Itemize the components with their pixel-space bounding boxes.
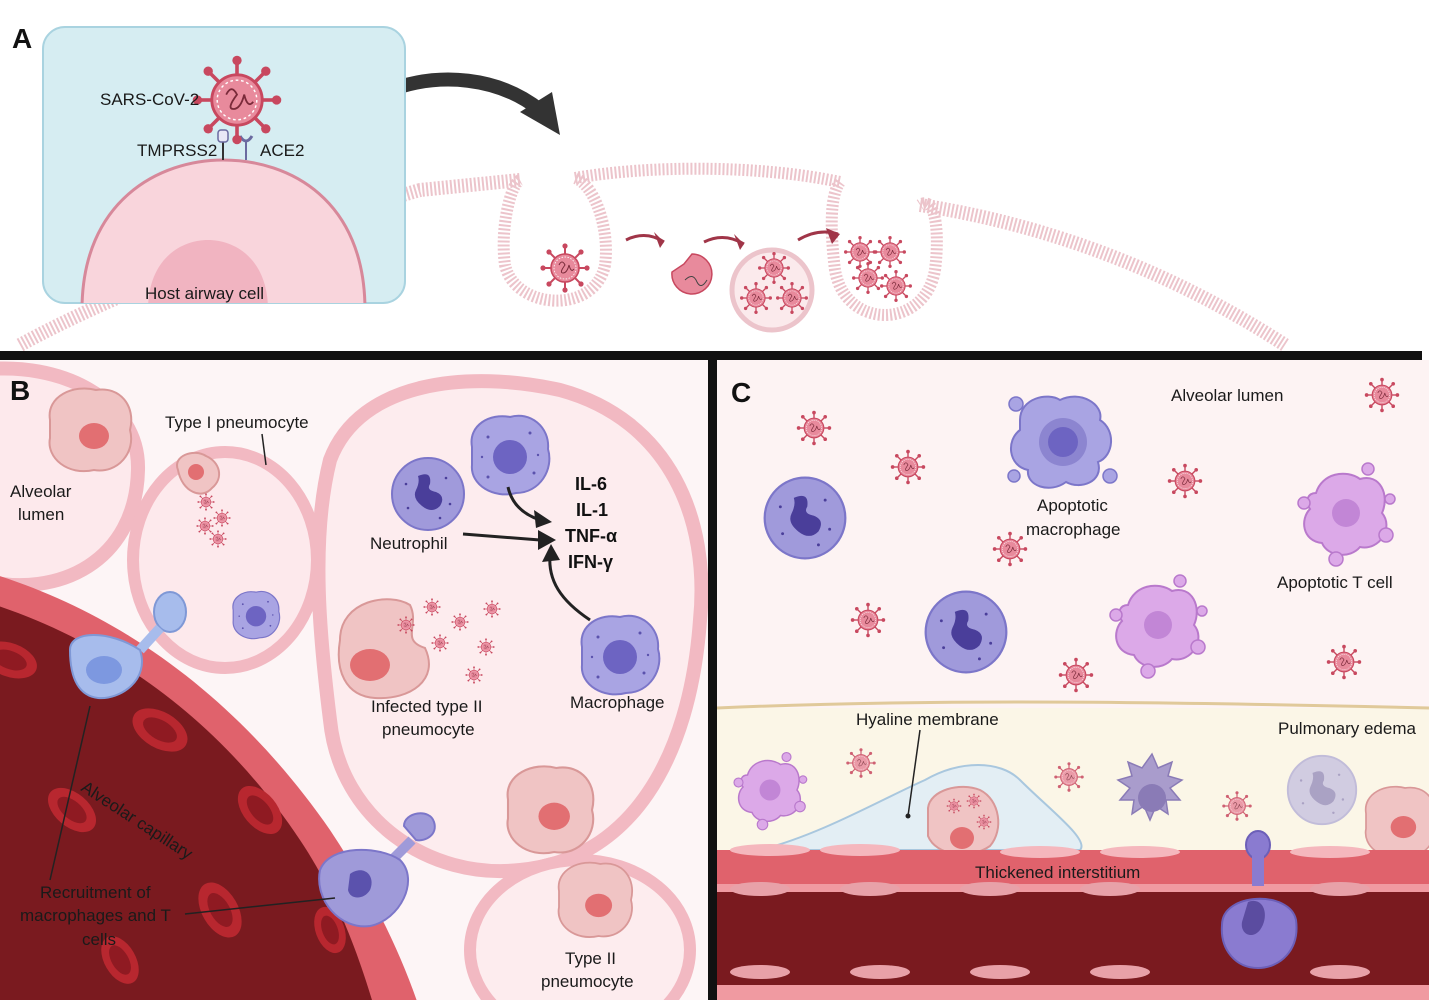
neutrophil — [391, 457, 465, 531]
ace2-label: ACE2 — [260, 141, 304, 160]
macrophage-transmigrating-c — [1220, 830, 1298, 970]
panel-c: C Alveolar lumen Apoptotic macrophage Ap… — [717, 360, 1429, 1000]
neutrophil-c2 — [924, 590, 1008, 674]
vesicle-assembly — [729, 247, 815, 333]
virions-released — [843, 235, 913, 303]
host-cell-label: Host airway cell — [145, 284, 264, 303]
hyaline-membrane-label: Hyaline membrane — [856, 710, 999, 729]
endocytosis-pocket-1 — [497, 172, 612, 307]
virus-entering — [539, 242, 591, 294]
type2-label-2: pneumocyte — [541, 972, 634, 991]
endothelial-nuclei — [730, 882, 1370, 979]
macrophage-label: Macrophage — [570, 693, 665, 712]
necrotic-cell — [1116, 752, 1184, 822]
tmprss2-receptor — [217, 129, 229, 143]
tmprss2-label: TMPRSS2 — [137, 141, 217, 160]
infected-type2-pneumocyte — [337, 598, 501, 700]
alveolar-lumen-label-c: Alveolar lumen — [1171, 386, 1283, 405]
hyaline-membrane — [759, 764, 1083, 851]
alveolus-bottom — [464, 854, 696, 1000]
capillary-lumen-c — [717, 890, 1429, 1000]
recruit-label-3: cells — [82, 930, 116, 949]
recruit-leader-1 — [49, 705, 91, 881]
host-airway-cell — [80, 158, 367, 303]
panel-a: A — [12, 23, 1289, 352]
recruit-label-2: macrophages and T — [20, 906, 171, 925]
recruit-leader-2 — [184, 897, 336, 915]
infected-label-2: pneumocyte — [382, 720, 475, 739]
membrane-mid — [573, 162, 842, 188]
apoptotic-macrophage — [1007, 395, 1118, 489]
cell-membrane-arc-right — [918, 198, 1289, 351]
sars-cov-2-virion — [190, 53, 284, 147]
type2-pneumocyte-c — [1364, 785, 1429, 858]
cytokine-ifng: IFN-γ — [568, 552, 613, 572]
horizontal-divider — [0, 351, 1422, 360]
vertical-divider — [708, 360, 717, 1000]
resident-pneumocyte — [48, 387, 133, 473]
cytokine-il1: IL-1 — [576, 500, 608, 520]
panel-b-letter: B — [10, 375, 30, 406]
endocytosis-pocket-2 — [825, 178, 943, 321]
type2-label-1: Type II — [565, 949, 616, 968]
cytokine-il6: IL-6 — [575, 474, 607, 494]
virus-label: SARS-CoV-2 — [100, 90, 199, 109]
hyaline-leader-dot — [905, 813, 911, 819]
alveolar-lumen-label-1: Alveolar — [10, 482, 72, 501]
apoptotic-t-cell-label: Apoptotic T cell — [1277, 573, 1393, 592]
endothelium-c — [717, 884, 1429, 1000]
macrophage — [580, 614, 661, 696]
thickened-interstitium-label: Thickened interstitium — [975, 863, 1140, 882]
panel-a-letter: A — [12, 23, 32, 54]
neutrophil-label: Neutrophil — [370, 534, 448, 553]
alveolus-left — [0, 361, 146, 593]
zoom-arrow-head — [520, 92, 560, 135]
zoom-arrow — [382, 72, 545, 116]
infected-cell-hyaline — [927, 785, 1000, 856]
endothelial-cells-top — [730, 844, 1370, 858]
host-cell-nucleus — [148, 240, 268, 303]
virus-uncoating — [671, 253, 713, 295]
infected-label-1: Infected type II — [371, 697, 483, 716]
alveolus-small — [127, 446, 323, 674]
neutrophil-c1 — [763, 476, 847, 560]
panel-c-letter: C — [731, 377, 751, 408]
edema-boundary — [717, 700, 1429, 710]
panel-b: B Alveolar lumen Type I pneumocyte Neutr… — [0, 360, 708, 1000]
alveolar-lumen-label-2: lumen — [18, 505, 64, 524]
macrophage-top — [470, 414, 551, 496]
inset-box: SARS-CoV-2 TMPRSS2 ACE2 Host airway cell — [42, 26, 406, 304]
pulmonary-edema-label: Pulmonary edema — [1278, 719, 1417, 738]
apoptotic-macrophage-label-1: Apoptotic — [1037, 496, 1108, 515]
cytokine-tnfa: TNF-α — [565, 526, 617, 546]
hyaline-leader — [907, 729, 921, 817]
type1-pneumocyte-label: Type I pneumocyte — [165, 413, 309, 432]
type1-leader — [261, 433, 267, 466]
faded-neutrophil — [1286, 754, 1358, 826]
recruit-label-1: Recruitment of — [40, 883, 151, 902]
cytokine-arrowheads — [534, 510, 560, 562]
apoptotic-macrophage-label-2: macrophage — [1026, 520, 1121, 539]
process-arrowheads — [654, 228, 840, 250]
macrophage-migrating — [318, 812, 436, 928]
t-cell-migrating — [68, 591, 187, 700]
type2-pneumocyte-big — [506, 765, 595, 855]
